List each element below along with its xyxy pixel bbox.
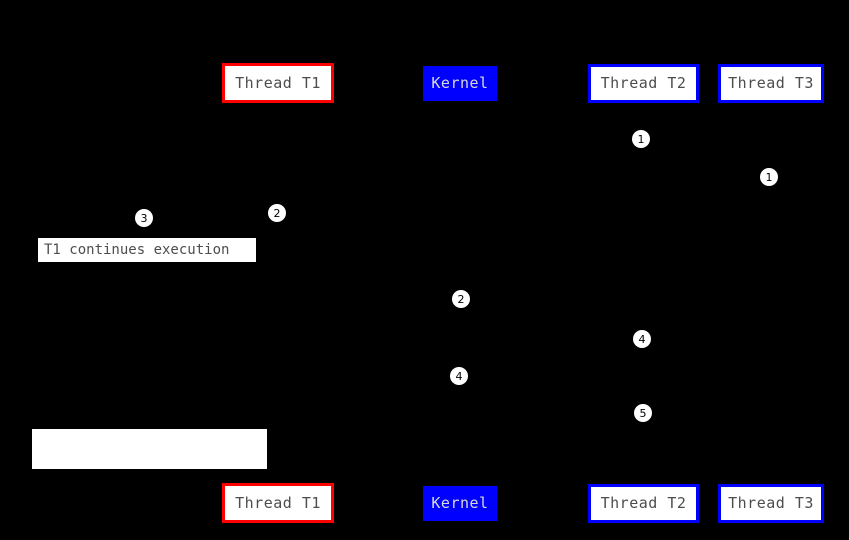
badge-kernel-2: 2 [452,290,470,308]
message-arrow-2 [277,195,772,231]
participant-box-t3[interactable]: Thread T3 [718,64,824,103]
badge-t3-1: 1 [760,168,778,186]
badge-t1-3: 3 [135,209,153,227]
message-arrow-5 [459,351,644,371]
participant-box-t1[interactable]: Thread T1 [222,63,334,103]
message-arrow-6 [459,387,644,407]
participant-box-kernelb[interactable]: Kernel [423,486,497,521]
badge-kernel-4: 4 [450,367,468,385]
message-arrow-4 [459,309,644,333]
badge-t2-1: 1 [632,130,650,148]
participant-label: Thread T2 [600,74,687,92]
badge-t2-4: 4 [633,330,651,348]
participant-box-kernel[interactable]: Kernel [423,66,497,101]
note-blank [32,429,267,469]
lifeline-ll-t3 [771,103,772,484]
lifeline-ll-t1 [278,103,279,483]
participant-box-t3b[interactable]: Thread T3 [718,484,824,523]
participant-label: Thread T3 [728,494,814,512]
participant-box-t2b[interactable]: Thread T2 [588,484,699,523]
participant-label: Thread T1 [235,493,321,512]
participant-box-t1b[interactable]: Thread T1 [222,483,334,523]
participant-label: Thread T1 [235,73,321,92]
badge-t1-2: 2 [268,204,286,222]
participant-label: Kernel [431,494,489,512]
participant-label: Kernel [431,74,489,92]
participant-label: Thread T2 [600,494,687,512]
note-t1-continues: T1 continues execution [37,237,257,263]
message-arrow-3 [277,264,461,293]
lifeline-ll-t2 [643,103,644,484]
note-label: T1 continues execution [44,242,230,258]
message-arrow-1 [642,119,772,159]
badge-t2-5: 5 [634,404,652,422]
participant-label: Thread T3 [728,74,814,92]
participant-box-t2[interactable]: Thread T2 [588,64,699,103]
